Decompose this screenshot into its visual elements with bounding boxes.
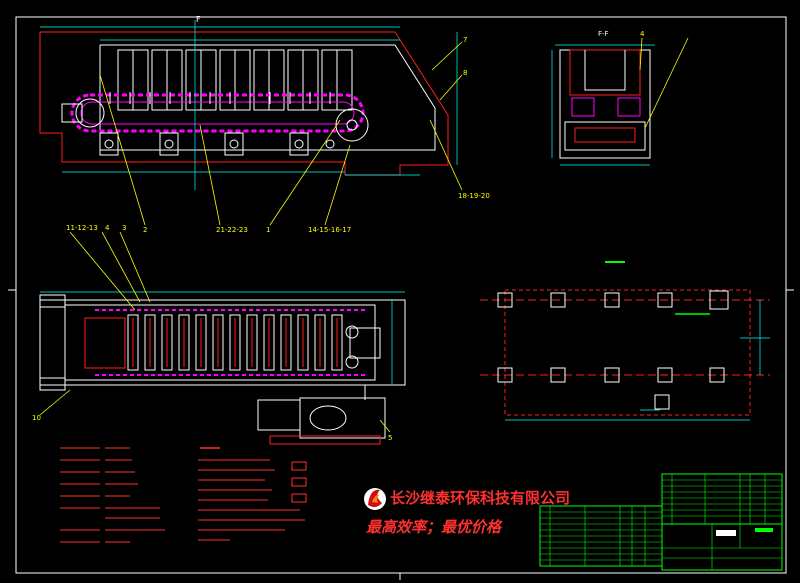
plan-flights <box>127 314 343 371</box>
section-ff-view <box>551 37 689 166</box>
front-dimensions <box>40 20 458 190</box>
watermark-company-name: 长沙继泰环保科技有限公司 <box>390 489 571 507</box>
foundation-pads-top <box>497 290 729 310</box>
technical-notes <box>198 447 307 541</box>
scraper-flights <box>109 92 331 104</box>
callout-4-top: 4 <box>640 30 645 38</box>
callout-21-22-23: 21-22-23 <box>216 226 248 234</box>
support-legs <box>99 132 335 156</box>
foundation-pads-bottom <box>497 367 725 383</box>
notes-small-symbols <box>291 461 307 503</box>
section-chute <box>584 50 626 91</box>
callout-10: 10 <box>32 414 41 422</box>
housing-outline <box>39 31 449 176</box>
callout-11-12-13: 11-12-13 <box>66 224 98 232</box>
callout-7: 7 <box>463 36 467 44</box>
plan-leaders <box>39 231 391 433</box>
callout-2: 2 <box>143 226 147 234</box>
callout-14-15-16-17: 14-15-16-17 <box>308 226 351 234</box>
section-hopper <box>569 49 641 96</box>
bill-of-materials-left <box>539 505 663 567</box>
plan-head-bearing-1 <box>345 325 359 339</box>
notes-text-lines <box>198 459 305 541</box>
plan-head-bearing-2 <box>345 355 359 369</box>
parameter-text-lines <box>60 447 165 543</box>
head-sprocket <box>335 108 369 142</box>
drive-base <box>269 435 381 445</box>
callout-1: 1 <box>266 226 270 234</box>
head-sprocket-hub <box>346 119 358 131</box>
foundation-drive-pad <box>654 394 670 410</box>
callout-3: 3 <box>122 224 126 232</box>
section-chain-right <box>617 97 641 117</box>
foundation-outline <box>504 289 751 416</box>
title-block-name-field <box>716 530 736 536</box>
callout-8: 8 <box>463 69 467 77</box>
title-block <box>661 523 783 571</box>
plan-inner-left <box>84 317 126 369</box>
plan-flight-marks <box>132 318 338 367</box>
plan-tail-bracket <box>39 294 66 308</box>
plan-view <box>39 231 406 445</box>
section-marker-f: F <box>196 15 201 24</box>
drive-gear <box>309 405 347 431</box>
bill-of-materials-right <box>661 473 783 525</box>
drive-reducer <box>299 397 386 439</box>
drag-chain-loop <box>70 93 365 133</box>
foundation-plan <box>480 261 770 421</box>
plan-chain-rows <box>95 309 365 376</box>
tail-sprocket <box>75 98 105 128</box>
callout-4-plan: 4 <box>105 224 110 232</box>
plan-head-shaft <box>349 327 381 359</box>
drive-motor <box>257 399 301 431</box>
plan-outer <box>39 299 406 386</box>
foundation-dimensions <box>505 300 770 421</box>
plan-dimensions <box>40 291 405 385</box>
drawing-outer-frame <box>15 16 787 574</box>
company-logo <box>364 488 386 510</box>
callout-5: 5 <box>388 434 392 442</box>
section-base <box>564 121 646 151</box>
parameter-table <box>60 447 165 543</box>
callout-18-19-20: 18-19-20 <box>458 192 490 200</box>
title-block-drawing-no-field <box>755 528 773 532</box>
bom-right-grid <box>662 474 782 524</box>
section-ff-title: F-F <box>598 30 609 38</box>
section-dimensions <box>551 44 655 166</box>
front-elevation-view <box>39 20 463 226</box>
section-chain-left <box>571 97 595 117</box>
drag-chain-inner <box>80 101 355 125</box>
plan-tail-bracket-2 <box>39 377 66 391</box>
bom-left-grid <box>540 506 662 566</box>
section-base-inner <box>574 127 636 143</box>
watermark-slogan: 最高效率；最优价格 <box>366 518 502 536</box>
front-leaders <box>99 41 463 226</box>
section-leaders <box>639 37 689 129</box>
plan-trough <box>64 304 376 381</box>
tail-tensioner <box>61 103 83 123</box>
hopper-columns <box>117 49 353 111</box>
